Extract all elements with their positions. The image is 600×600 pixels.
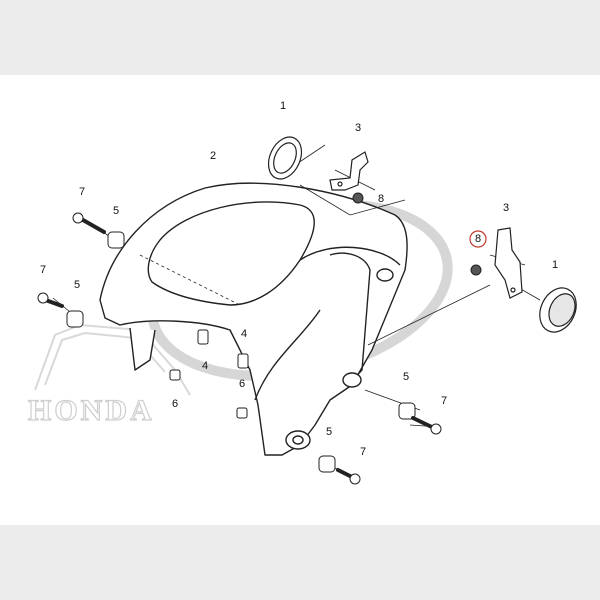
callout-labels: 1 1 2 3 3 4 4 5 5 5 5 6 6 7 7 7 7 8 8 <box>40 100 558 458</box>
nut-part <box>352 192 482 276</box>
cap-part-right <box>539 287 577 333</box>
callout-number-5: 5 <box>74 279 80 291</box>
callout-number-7: 7 <box>441 395 447 407</box>
callout-number-5: 5 <box>326 426 332 438</box>
callout-number-5: 5 <box>403 371 409 383</box>
callout-number-8: 8 <box>475 233 481 245</box>
callout-number-1: 1 <box>280 100 286 112</box>
callout-number-7: 7 <box>360 446 366 458</box>
bracket-part-right <box>494 227 523 299</box>
parts-diagram-canvas: HONDA <box>0 75 600 525</box>
callout-number-3: 3 <box>355 122 361 134</box>
callout-number-6: 6 <box>172 398 178 410</box>
front-fender-part <box>99 182 408 456</box>
callout-number-1: 1 <box>552 259 558 271</box>
cap-part-upper <box>267 136 303 180</box>
front-fender-exploded-view: HONDA <box>27 100 577 485</box>
watermark-brand-text: HONDA <box>28 394 155 427</box>
bolt-part <box>37 212 442 485</box>
callout-number-7: 7 <box>40 264 46 276</box>
callout-number-3: 3 <box>503 202 509 214</box>
callout-number-2: 2 <box>210 150 216 162</box>
callout-number-5: 5 <box>113 205 119 217</box>
callout-number-4: 4 <box>202 360 208 372</box>
clip-part <box>169 329 249 419</box>
callout-number-8: 8 <box>378 193 384 205</box>
bracket-part-upper <box>329 151 369 191</box>
callout-number-4: 4 <box>241 328 247 340</box>
highlight-circle <box>469 230 487 248</box>
callout-number-7: 7 <box>79 186 85 198</box>
callout-number-6: 6 <box>239 378 245 390</box>
rubber-mount-part <box>66 231 416 473</box>
